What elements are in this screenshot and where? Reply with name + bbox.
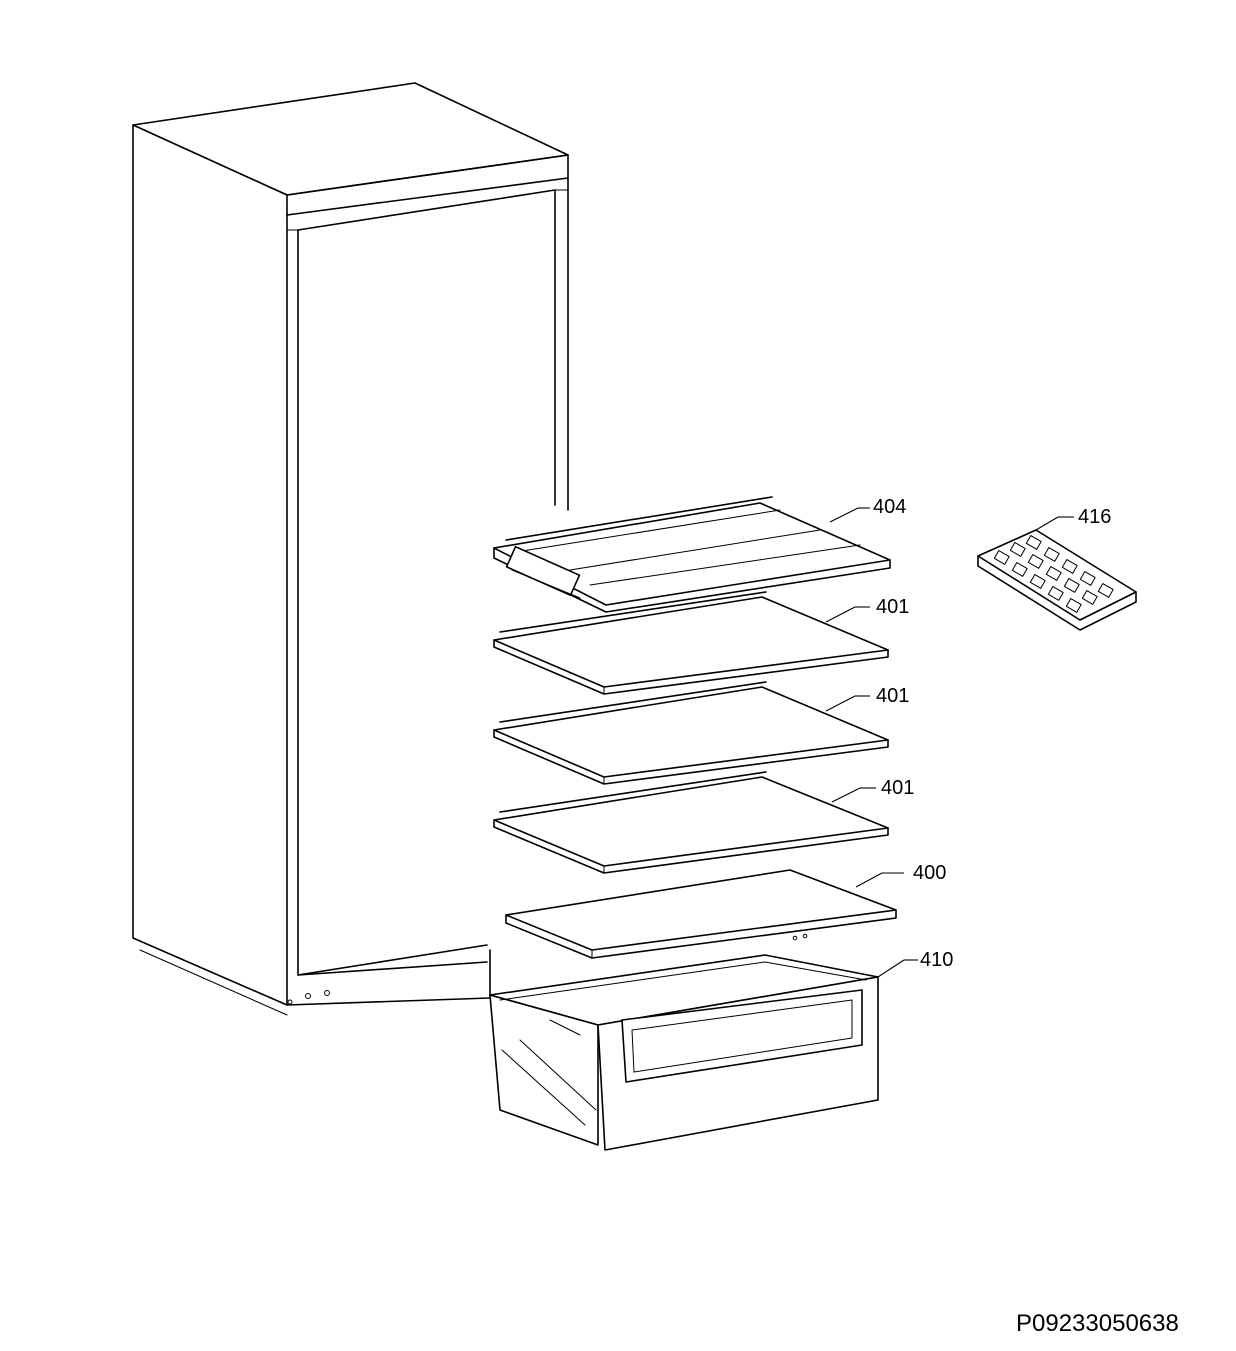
shelf-404	[493, 496, 891, 613]
callout-400: 400	[913, 862, 946, 884]
crisper-drawer-410	[489, 954, 918, 1151]
document-code: P09233050638	[1016, 1310, 1179, 1337]
shelf-401-b	[493, 681, 889, 785]
callout-401-b: 401	[876, 685, 909, 707]
refrigerator-cabinet	[132, 82, 569, 1016]
callout-410: 410	[920, 949, 953, 971]
callout-labels: 404 416 401 401 401 400 410	[873, 496, 1111, 971]
shelf-401-a	[493, 591, 889, 695]
ice-cube-cells	[993, 535, 1114, 613]
crisper-cover-400	[505, 869, 904, 959]
callout-416: 416	[1078, 506, 1111, 528]
callout-401-a: 401	[876, 596, 909, 618]
ice-tray-416	[977, 516, 1137, 631]
shelf-401-c	[493, 771, 889, 874]
callout-401-c: 401	[881, 777, 914, 799]
callout-404: 404	[873, 496, 906, 518]
